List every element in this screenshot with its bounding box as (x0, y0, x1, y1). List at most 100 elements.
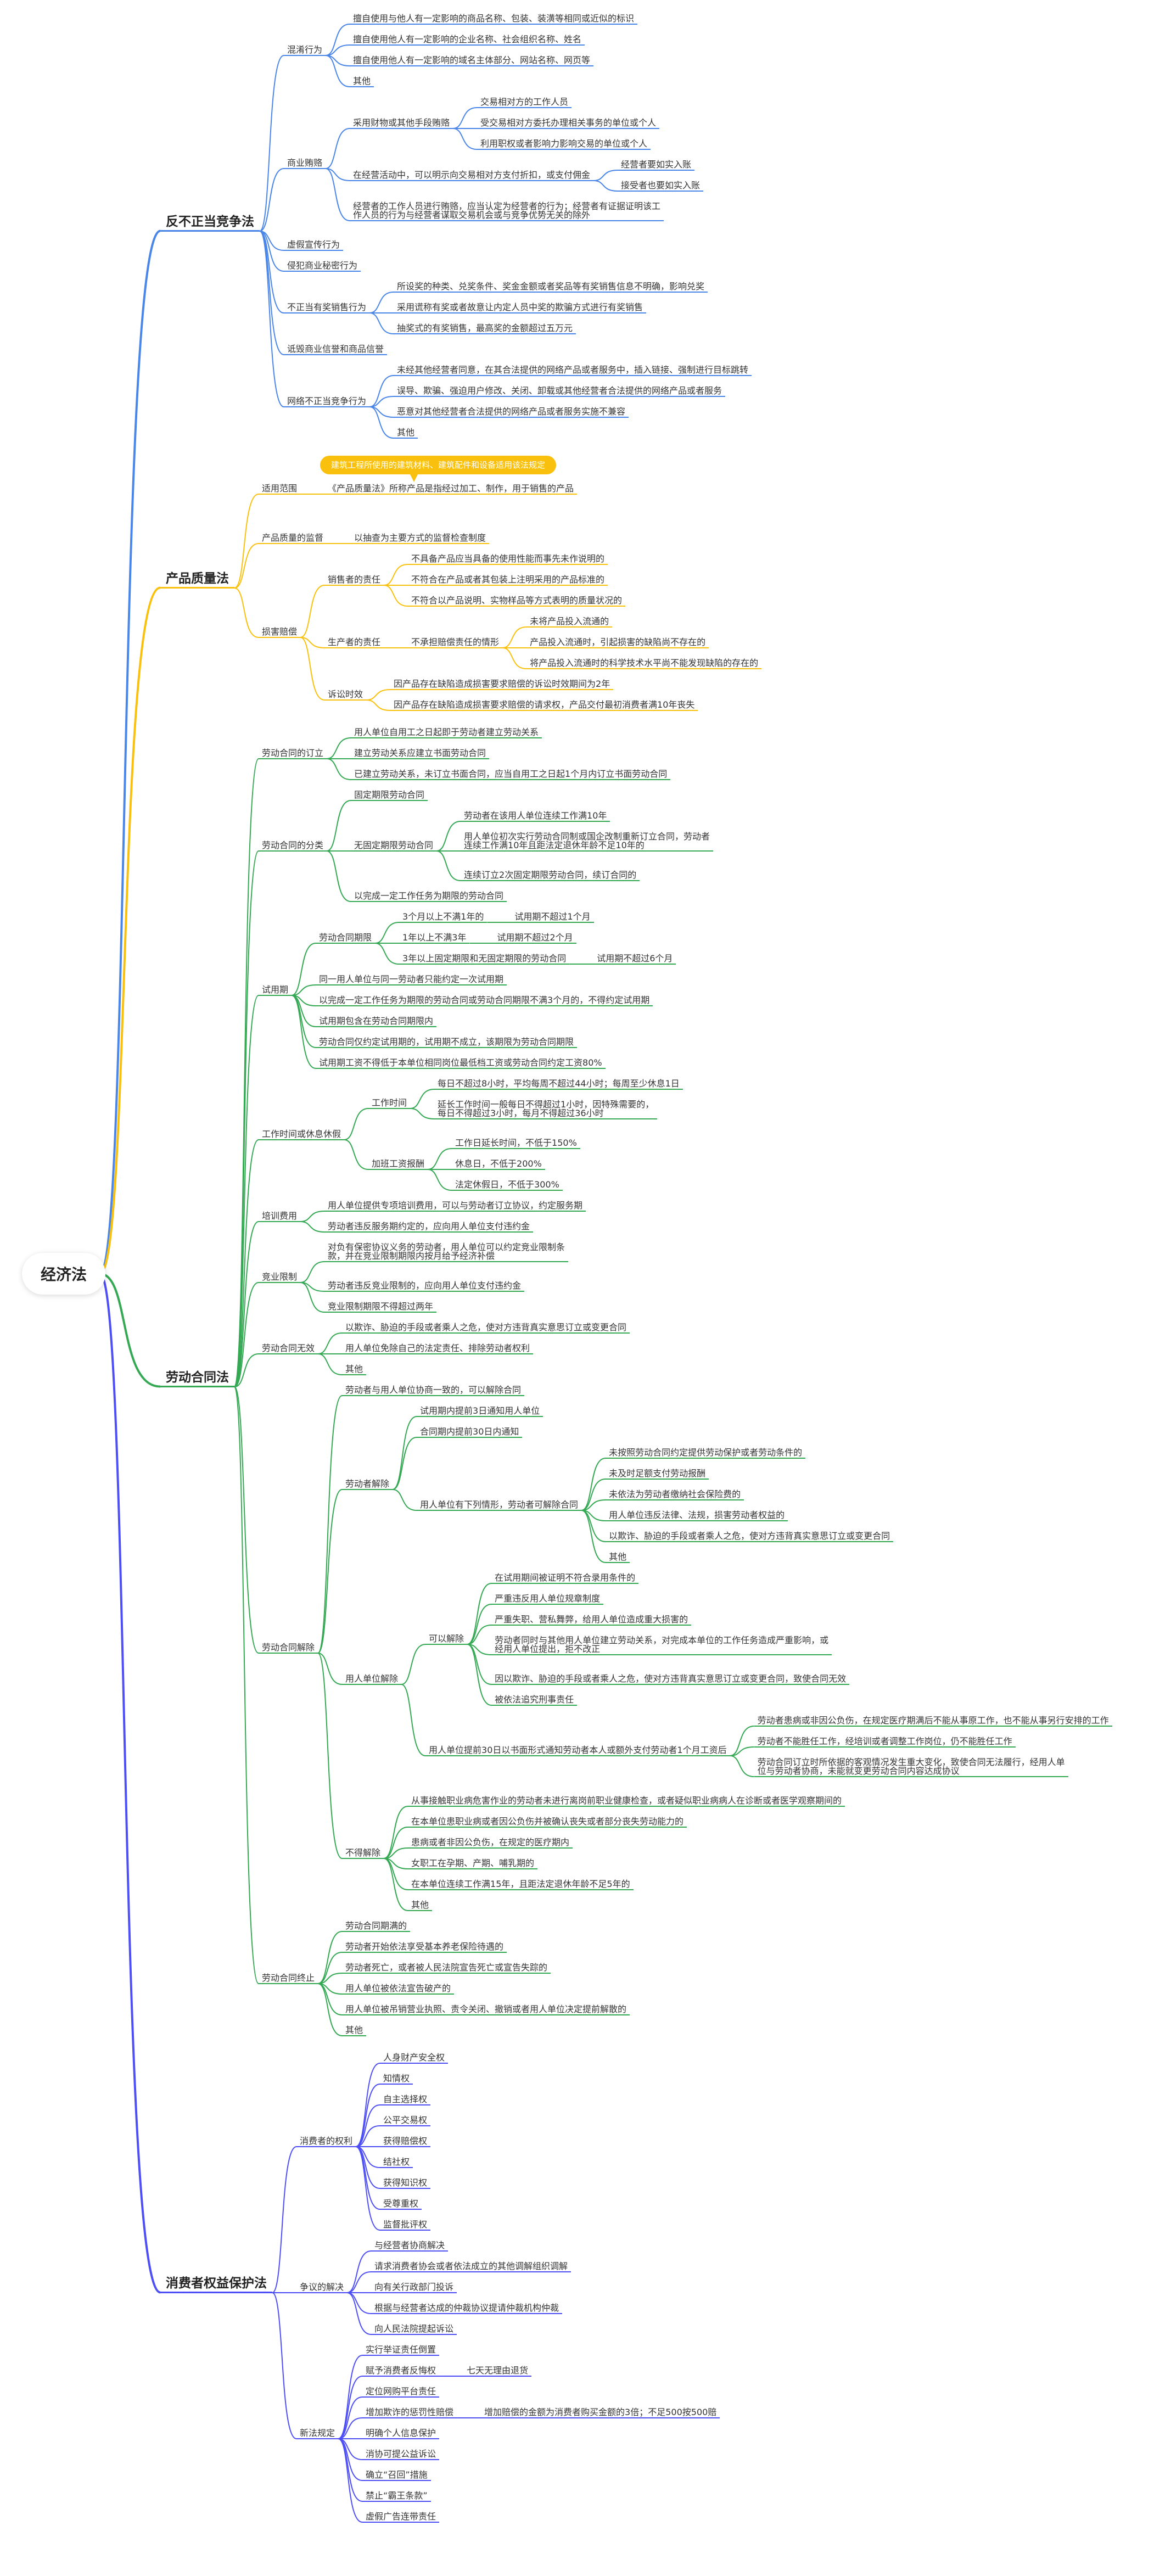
topic-label-wrap: 工作时间或休息休假 (259, 1130, 345, 1151)
topic-branch: 自主选择权 (380, 2095, 448, 2116)
topic-label: 劳动合同期限 (316, 933, 376, 944)
topic-label-wrap: 试用期包含在劳动合同期限内 (316, 1017, 437, 1038)
topic-label-wrap: 定位网购平台责任 (362, 2387, 440, 2408)
topic-branch: 受交易相对方委托办理相关事务的单位或个人 (477, 119, 660, 139)
subtopics: 劳动合同期限 3个月以上不满1年的 试用期不超过1个月 1年以上不满3年 试用期不超过2… (316, 912, 676, 1079)
topic-label-wrap: 严重违反用人单位规章制度 (491, 1594, 604, 1615)
topic-label: 已建立劳动关系，未订立书面合同，应当自用工之日起1个月内订立书面劳动合同 (351, 770, 671, 780)
topic-label: 采用财物或其他手段贿赂 (350, 119, 453, 129)
topic-label-wrap: 试用期 (259, 985, 292, 1006)
topic-branch: 患病或者非因公负伤，在规定的医疗期内 (408, 1838, 845, 1859)
topic-label: 不符合以产品说明、实物样品等方式表明的质量状况的 (408, 596, 626, 607)
topic-label: 用人单位被吊销营业执照、责令关闭、撤销或者用人单位决定提前解散的 (342, 2005, 630, 2015)
topic-label-wrap: 恶意对其他经营者合法提供的网络产品或者服务实施不兼容 (394, 407, 629, 428)
topic-label: 诋毁商业信誉和商品信誉 (284, 345, 388, 355)
topic-label-wrap: 已建立劳动关系，未订立书面合同，应当自用工之日起1个月内订立书面劳动合同 (351, 770, 671, 791)
topic-label-wrap: 请求消费者协会或者依法成立的其他调解组织调解 (371, 2262, 572, 2283)
topic-branch: 无固定期限劳动合同劳动者在该用人单位连续工作满10年用人单位初次实行劳动合同制或… (351, 811, 714, 892)
topic-label: 消协可提公益诉讼 (362, 2450, 440, 2460)
topic-label: 其他 (342, 1365, 367, 1375)
topic-label: 争议的解决 (296, 2283, 348, 2293)
topic-label: 以欺诈、胁迫的手段或者乘人之危，使对方违背真实意思订立或变更合同 (606, 1532, 894, 1542)
topic-label-wrap: 加班工资报酬 (368, 1160, 428, 1180)
subtopics: 工作日延长时间，不低于150%休息日，不低于200%法定休假日，不低于300% (452, 1139, 580, 1201)
topic-branch: 试用期不超过2个月 (494, 933, 576, 954)
topic-label-wrap: 经营者要如实入账 (618, 160, 695, 181)
topic-branch: 损害赔偿销售者的责任不具备产品应当具备的使用性能而事先未作说明的不符合在产品或者… (259, 555, 762, 721)
topic-label: 用人单位初次实行劳动合同制或国企改制重新订立合同，劳动者 连续工作满10年且距法… (461, 832, 714, 852)
topic-label-wrap: 用人单位被依法宣告破产的 (342, 1984, 455, 2005)
topic-label: 严重违反用人单位规章制度 (491, 1594, 604, 1605)
topic-label: 网络不正当竞争行为 (284, 397, 370, 407)
topic-branch: 对负有保密协议义务的劳动者，用人单位可以约定竞业限制条 款，并在竞业限制期限内按… (324, 1243, 569, 1281)
topic-label: 1年以上不满3年 (399, 933, 470, 944)
topic-label-wrap: 劳动者患病或非因公负伤，在规定医疗期满后不能从事原工作，也不能从事另行安排的工作 (754, 1716, 1112, 1737)
topic-branch: 培训费用用人单位提供专项培训费用，可以与劳动者订立协议，约定服务期劳动者违反服务… (259, 1201, 1112, 1243)
topic-label-wrap: 因产品存在缺陷造成损害要求赔偿的诉讼时效期间为2年 (390, 680, 614, 701)
topic-label-wrap: 试用期工资不得低于本单位相同岗位最低档工资或劳动合同约定工资80% (316, 1059, 606, 1079)
callout-note: 建筑工程所使用的建筑材料、建筑配件和设备适用该法规定 (320, 456, 557, 482)
topic-label: 向有关行政部门投诉 (371, 2283, 457, 2293)
subtopics: 不承担赔偿责任的情形未将产品投入流通的产品投入流通时，引起损害的缺陷尚不存在的将… (408, 617, 762, 680)
topic-label-wrap: 在经营活动中，可以明示向交易相对方支付折扣，或支付佣金 (350, 171, 594, 192)
topic-label: 试用期不超过2个月 (494, 933, 576, 944)
topic-label-wrap: 在本单位连续工作满15年，且距法定退休年龄不足5年的 (408, 1880, 634, 1901)
topic-branch: 劳动者同时与其他用人单位建立劳动关系，对完成本单位的工作任务造成严重影响，或 经… (491, 1636, 849, 1675)
topic-label: 延长工作时间一般每日不得超过1小时，因特殊需要的， 每日不得超过3小时，每月不得… (434, 1100, 658, 1119)
topic-branch: 消费者的权利人身财产安全权知情权自主选择权公平交易权获得赔偿权结社权获得知识权受… (296, 2053, 720, 2241)
subtopics: 试用期内提前3日通知用人单位合同期内提前30日内通知用人单位有下列情形，劳动者可… (417, 1407, 894, 1573)
topic-label-wrap: 每日不超过8小时，平均每周不超过44小时；每周至少休息1日 (434, 1079, 683, 1100)
topic-label: 以抽查为主要方式的监督检查制度 (351, 534, 490, 544)
topic-label: 劳动合同解除 (259, 1643, 318, 1654)
topic-label: 未将产品投入流通的 (526, 617, 613, 628)
topic-label-wrap: 确立“召回”措施 (362, 2471, 431, 2491)
topic-label-wrap: 建立劳动关系应建立书面劳动合同 (351, 749, 490, 770)
topic-label-wrap: 患病或者非因公负伤，在规定的医疗期内 (408, 1838, 573, 1859)
topic-label: 监督批评权 (380, 2220, 431, 2231)
topic-branch: 与经营者协商解决 (371, 2241, 571, 2262)
topic-branch: 经营者要如实入账 (618, 160, 703, 181)
subtopics: 用人单位提供专项培训费用，可以与劳动者订立协议，约定服务期劳动者违反服务期约定的… (324, 1201, 586, 1243)
topic-label: 生产者的责任 (324, 638, 384, 648)
topic-label-wrap: 未将产品投入流通的 (526, 617, 613, 638)
topic-branch: 用人单位解除可以解除在试用期间被证明不符合录用条件的严重违反用人单位规章制度严重… (342, 1573, 1112, 1796)
topic-label-wrap: 劳动合同的订立 (259, 749, 327, 770)
topic-label-wrap: 人身财产安全权 (380, 2053, 449, 2074)
topic-label: 不具备产品应当具备的使用性能而事先未作说明的 (408, 555, 608, 565)
topic-branch: 劳动者死亡，或者被人民法院宣告死亡或宣告失踪的 (342, 1963, 630, 1984)
topic-label-wrap: 劳动合同的分类 (259, 841, 327, 862)
topic-branch: 经营者的工作人员进行贿赂，应当认定为经营者的行为；经营者有证据证明该工 作人员的… (350, 202, 703, 240)
topic-label: 3个月以上不满1年的 (399, 912, 488, 923)
topic-label: 虚假宣传行为 (284, 240, 344, 251)
topic-label: 获得赔偿权 (380, 2137, 431, 2147)
topic-branch: 利用职权或者影响力影响交易的单位或个人 (477, 139, 659, 160)
topic-label: 用人单位提供专项培训费用，可以与劳动者订立协议，约定服务期 (324, 1201, 586, 1212)
subtopics: 在试用期间被证明不符合录用条件的严重违反用人单位规章制度严重失职、营私舞弊，给用… (491, 1573, 850, 1716)
topic-label: 劳动者开始依法享受基本养老保险待遇的 (342, 1942, 507, 1953)
topic-label: 人身财产安全权 (380, 2053, 449, 2064)
topic-branch: 被依法追究刑事责任 (491, 1695, 849, 1716)
topic-label-wrap: 同一用人单位与同一劳动者只能约定一次试用期 (316, 975, 507, 996)
topic-branch: 连续订立2次固定期限劳动合同，续订合同的 (461, 871, 713, 892)
topic-label: 混淆行为 (284, 46, 326, 56)
topic-label: 工作时间 (368, 1099, 411, 1109)
topic-label-wrap: 虚假宣传行为 (284, 240, 344, 261)
topic-label: 合同期内提前30日内通知 (417, 1427, 523, 1438)
topic-branch: 未将产品投入流通的 (526, 617, 761, 638)
topic-branch: 虚假广告连带责任 (362, 2512, 720, 2533)
topic-label: 严重失职、营私舞弊，给用人单位造成重大损害的 (491, 1615, 692, 1626)
subtopics: 人身财产安全权知情权自主选择权公平交易权获得赔偿权结社权获得知识权受尊重权监督批… (380, 2053, 449, 2241)
topic-label-wrap: 根据与经营者达成的仲裁协议提请仲裁机构仲裁 (371, 2304, 563, 2325)
root-topic: 经济法 (22, 1253, 106, 1295)
topic-branch: 从事接触职业病危害作业的劳动者未进行离岗前职业健康检查，或者疑似职业病病人在诊断… (408, 1796, 845, 1817)
topic-label-wrap: 以抽查为主要方式的监督检查制度 (351, 534, 490, 555)
topic-label-wrap: 劳动者违反竞业限制的，应向用人单位支付违约金 (324, 1281, 525, 1302)
topic-label: 法定休假日，不低于300% (452, 1180, 563, 1191)
topic-branch: 因产品存在缺陷造成损害要求赔偿的诉讼时效期间为2年 (390, 680, 698, 701)
root-row: 经济法 反不正当竞争法混淆行为擅自使用与他人有一定影响的商品名称、包装、装潢等相… (22, 11, 1149, 2536)
topic-label: 明确个人信息保护 (362, 2429, 440, 2439)
topic-branch: 公平交易权 (380, 2116, 448, 2137)
topic-label: 试用期不超过1个月 (511, 912, 594, 923)
topic-label: 禁止“霸王条款” (362, 2491, 431, 2502)
topic-label-wrap: 明确个人信息保护 (362, 2429, 440, 2450)
